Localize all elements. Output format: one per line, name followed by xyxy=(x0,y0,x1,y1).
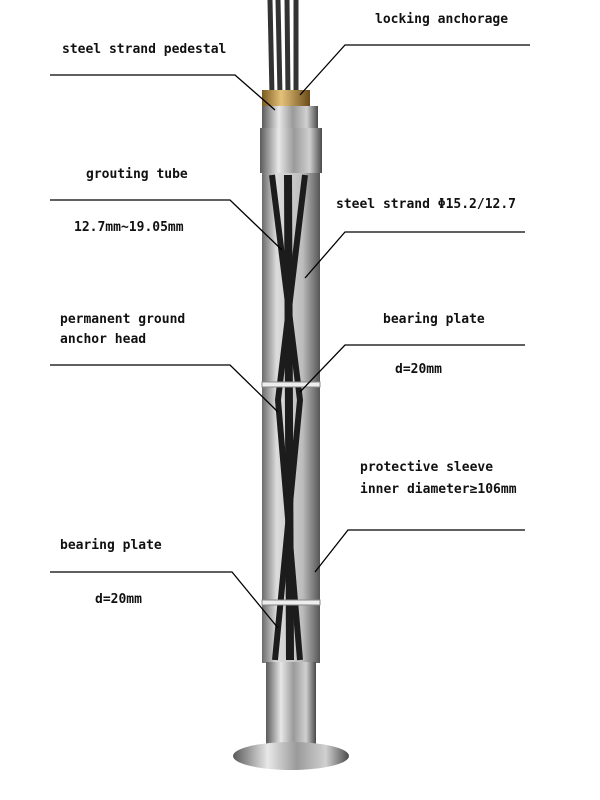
label-bearing-plate-upper: bearing plate xyxy=(383,312,485,327)
label-grouting-tube-size: 12.7mm~19.05mm xyxy=(74,220,184,235)
label-bearing-plate-lower: bearing plate xyxy=(60,538,162,553)
label-sleeve-1: protective sleeve xyxy=(360,460,494,475)
label-bearing-plate-lower-d: d=20mm xyxy=(95,592,142,607)
label-sleeve-2: inner diameter≥106mm xyxy=(360,482,517,497)
pedestal xyxy=(262,106,318,128)
label-steel-strand-pedestal: steel strand pedestal xyxy=(62,42,227,57)
bearing-plate-upper-ring xyxy=(261,381,321,388)
label-bearing-plate-upper-d: d=20mm xyxy=(395,362,442,377)
top-cylinder xyxy=(260,128,322,173)
base-disc xyxy=(233,742,349,770)
leader-lines xyxy=(50,44,530,629)
bearing-plate-lower-ring xyxy=(261,599,321,606)
label-locking-anchorage: locking anchorage xyxy=(375,12,509,27)
locking-anchorage-collar xyxy=(262,90,310,106)
label-steel-strand: steel strand Φ15.2/12.7 xyxy=(336,197,517,212)
label-anchor-head-1: permanent ground xyxy=(60,312,186,327)
label-grouting-tube: grouting tube xyxy=(86,167,188,182)
steel-strands-top xyxy=(267,0,299,96)
bottom-cylinder xyxy=(266,662,316,750)
label-anchor-head-2: anchor head xyxy=(60,332,147,347)
